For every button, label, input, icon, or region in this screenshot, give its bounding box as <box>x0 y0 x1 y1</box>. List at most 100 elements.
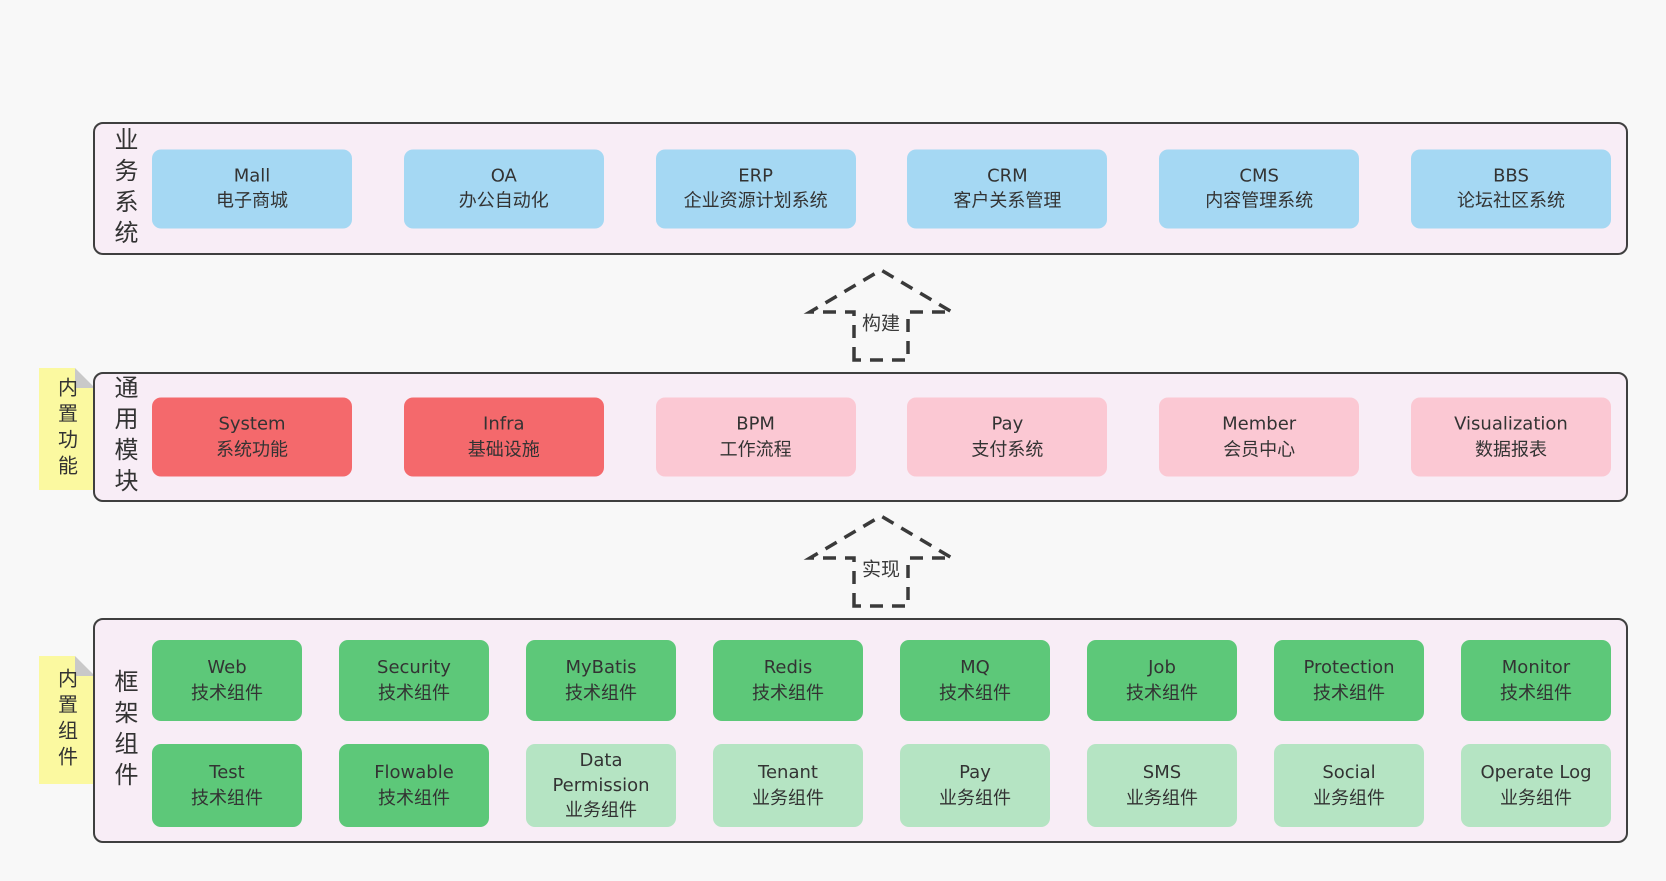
box-subtitle: 会员中心 <box>1223 439 1296 460</box>
box-crm: CRM 客户关系管理 <box>907 149 1108 228</box>
box-subtitle: 技术组件 <box>191 787 263 809</box>
box-subtitle: 业务组件 <box>1500 787 1572 809</box>
box-title: CRM <box>987 165 1028 187</box>
box-subtitle: 数据报表 <box>1474 439 1547 460</box>
up-arrow-implement-icon: 实现 <box>796 512 966 608</box>
box-title: Mall <box>233 165 271 187</box>
box-subtitle: 技术组件 <box>378 682 450 704</box>
box-web: Web 技术组件 <box>152 640 302 721</box>
sticky-note-built-in-components: 内置组件 <box>39 656 95 784</box>
layer-business-systems: 业务系统 Mall 电子商城 OA 办公自动化 ERP 企业资源计划系统 CRM… <box>93 122 1628 255</box>
box-title: Job <box>1148 657 1176 679</box>
box-security: Security 技术组件 <box>339 640 489 721</box>
box-visualization: Visualization 数据报表 <box>1410 397 1611 477</box>
box-subtitle: 办公自动化 <box>458 190 549 212</box>
box-title: Test <box>209 762 245 784</box>
box-subtitle: 技术组件 <box>939 682 1011 704</box>
box-tenant: Tenant 业务组件 <box>713 744 863 827</box>
arrow-implement-label: 实现 <box>856 552 906 584</box>
box-infra: Infra 基础设施 <box>403 397 604 477</box>
box-subtitle: 客户关系管理 <box>953 190 1062 212</box>
box-subtitle: 技术组件 <box>191 682 263 704</box>
box-title: MQ <box>960 657 990 679</box>
dashed-block-arrow-icon <box>803 267 959 362</box>
box-mybatis: MyBatis 技术组件 <box>526 640 676 721</box>
box-redis: Redis 技术组件 <box>713 640 863 721</box>
box-test: Test 技术组件 <box>152 744 302 827</box>
business-box-row: Mall 电子商城 OA 办公自动化 ERP 企业资源计划系统 CRM 客户关系… <box>152 149 1611 228</box>
box-bpm: BPM 工作流程 <box>655 397 856 477</box>
box-title: Infra <box>483 413 525 435</box>
box-cms: CMS 内容管理系统 <box>1159 149 1360 228</box>
layer-modules-label: 通用模块 <box>110 375 138 499</box>
components-box-row-1: Web 技术组件 Security 技术组件 MyBatis 技术组件 Redi… <box>152 640 1611 721</box>
box-pay-business: Pay 业务组件 <box>900 744 1050 827</box>
box-title: Protection <box>1303 657 1395 679</box>
box-flowable: Flowable 技术组件 <box>339 744 489 827</box>
box-oa: OA 办公自动化 <box>403 149 604 228</box>
box-subtitle: 业务组件 <box>752 787 824 809</box>
box-title: Security <box>377 657 451 679</box>
box-operate-log: Operate Log 业务组件 <box>1461 744 1611 827</box>
box-title: Member <box>1222 413 1297 435</box>
box-subtitle: 内容管理系统 <box>1205 190 1314 212</box>
box-subtitle: 基础设施 <box>467 439 540 460</box>
box-job: Job 技术组件 <box>1087 640 1237 721</box>
components-box-row-2: Test 技术组件 Flowable 技术组件 Data Permission … <box>152 744 1611 827</box>
box-title: Data Permission <box>552 749 650 796</box>
box-subtitle: 企业资源计划系统 <box>683 190 828 212</box>
box-title: BPM <box>736 413 775 435</box>
note-text: 内置功能 <box>54 377 79 481</box>
box-subtitle: 系统功能 <box>216 439 288 460</box>
box-title: Pay <box>991 413 1024 435</box>
box-title: Web <box>207 657 247 679</box>
box-subtitle: 技术组件 <box>752 682 824 704</box>
box-subtitle: 业务组件 <box>565 800 637 822</box>
box-title: Redis <box>763 657 813 679</box>
modules-box-row: System 系统功能 Infra 基础设施 BPM 工作流程 Pay 支付系统… <box>152 397 1611 477</box>
box-title: Visualization <box>1454 413 1568 435</box>
box-bbs: BBS 论坛社区系统 <box>1410 149 1611 228</box>
folded-corner-icon <box>75 368 95 388</box>
box-title: OA <box>490 165 517 187</box>
box-monitor: Monitor 技术组件 <box>1461 640 1611 721</box>
box-title: Monitor <box>1501 657 1571 679</box>
box-subtitle: 技术组件 <box>565 682 637 704</box>
box-data-permission: Data Permission 业务组件 <box>526 744 676 827</box>
box-title: Tenant <box>758 762 818 784</box>
box-title: MyBatis <box>565 657 637 679</box>
note-text: 内置组件 <box>54 668 79 772</box>
box-subtitle: 技术组件 <box>1126 682 1198 704</box>
arrow-build-label: 构建 <box>856 306 906 338</box>
layer-framework-components: 框架组件 Web 技术组件 Security 技术组件 MyBatis 技术组件… <box>93 618 1628 843</box>
box-pay: Pay 支付系统 <box>907 397 1108 477</box>
box-member: Member 会员中心 <box>1159 397 1360 477</box>
box-title: ERP <box>738 165 773 187</box>
box-social: Social 业务组件 <box>1274 744 1424 827</box>
box-title: Social <box>1322 762 1376 784</box>
box-subtitle: 支付系统 <box>971 439 1044 460</box>
box-mq: MQ 技术组件 <box>900 640 1050 721</box>
box-subtitle: 业务组件 <box>1313 787 1385 809</box>
box-system: System 系统功能 <box>152 397 352 477</box>
box-subtitle: 论坛社区系统 <box>1456 190 1565 212</box>
box-subtitle: 技术组件 <box>1313 682 1385 704</box>
box-subtitle: 工作流程 <box>719 439 792 460</box>
box-protection: Protection 技术组件 <box>1274 640 1424 721</box>
sticky-note-built-in-features: 内置功能 <box>39 368 95 490</box>
box-subtitle: 技术组件 <box>378 787 450 809</box>
box-subtitle: 技术组件 <box>1500 682 1572 704</box>
box-sms: SMS 业务组件 <box>1087 744 1237 827</box>
box-title: Operate Log <box>1480 762 1592 784</box>
box-title: System <box>218 413 286 435</box>
layer-common-modules: 通用模块 System 系统功能 Infra 基础设施 BPM 工作流程 Pay… <box>93 372 1628 502</box>
folded-corner-icon <box>75 656 95 676</box>
box-title: Pay <box>959 762 991 784</box>
box-subtitle: 业务组件 <box>1126 787 1198 809</box>
box-subtitle: 电子商城 <box>216 190 288 212</box>
box-erp: ERP 企业资源计划系统 <box>655 149 856 228</box>
layer-business-label: 业务系统 <box>110 126 138 251</box>
layer-components-label: 框架组件 <box>110 668 138 793</box>
box-mall: Mall 电子商城 <box>152 149 352 228</box>
